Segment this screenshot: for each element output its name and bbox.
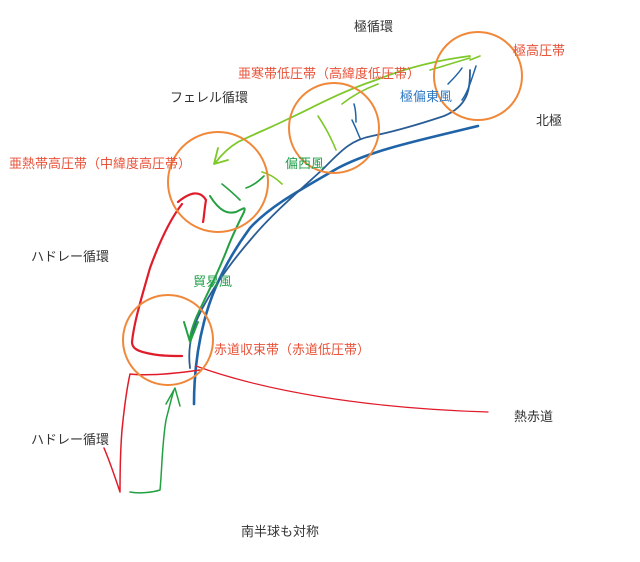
earth-surface-line-2: [188, 69, 471, 369]
thermal-equator-line: [195, 365, 489, 413]
trade-winds-tick: [221, 175, 265, 201]
hadley-south-return-arrow: [129, 387, 181, 494]
ferrel-cell-arrow: [213, 55, 471, 165]
label-north-pole: 北極: [536, 114, 563, 129]
label-southern-hemisphere-note: 南半球も対称: [241, 525, 320, 540]
label-westerlies: 偏西風: [285, 157, 325, 172]
earth-surface-line: [192, 124, 480, 406]
ferrel-cell-arrow-2: [261, 83, 379, 185]
label-subpolar-low: 亜寒帯低圧帯（高緯度低圧帯）: [238, 67, 421, 82]
label-polar-circulation: 極循環: [354, 20, 394, 35]
subtropical-high-circle: [167, 131, 269, 233]
polar-cell-green-arrow: [429, 55, 481, 71]
label-thermal-equator: 熱赤道: [514, 410, 554, 425]
westerlies-arrow: [351, 103, 361, 139]
hadley-cell-north-arrow: [130, 192, 208, 358]
hadley-cell-south-arrow: [103, 369, 201, 493]
itcz-circle: [122, 294, 214, 386]
polar-easterlies-arrow: [447, 65, 477, 101]
trade-winds-arrow: [183, 195, 246, 343]
label-ferrel-circulation: フェレル循環: [170, 91, 249, 106]
label-trade-winds: 貿易風: [193, 275, 233, 290]
label-subtropical-high: 亜熱帯高圧帯（中緯度高圧帯）: [9, 157, 192, 172]
polar-high-circle: [433, 31, 523, 121]
label-polar-easterlies: 極偏東風: [400, 90, 453, 105]
subpolar-low-circle: [288, 82, 380, 174]
label-itcz: 赤道収束帯（赤道低圧帯）: [214, 343, 371, 358]
label-hadley-circulation-south: ハドレー循環: [31, 433, 110, 448]
label-polar-high: 極高圧帯: [513, 44, 566, 59]
label-hadley-circulation-north: ハドレー循環: [31, 250, 110, 265]
